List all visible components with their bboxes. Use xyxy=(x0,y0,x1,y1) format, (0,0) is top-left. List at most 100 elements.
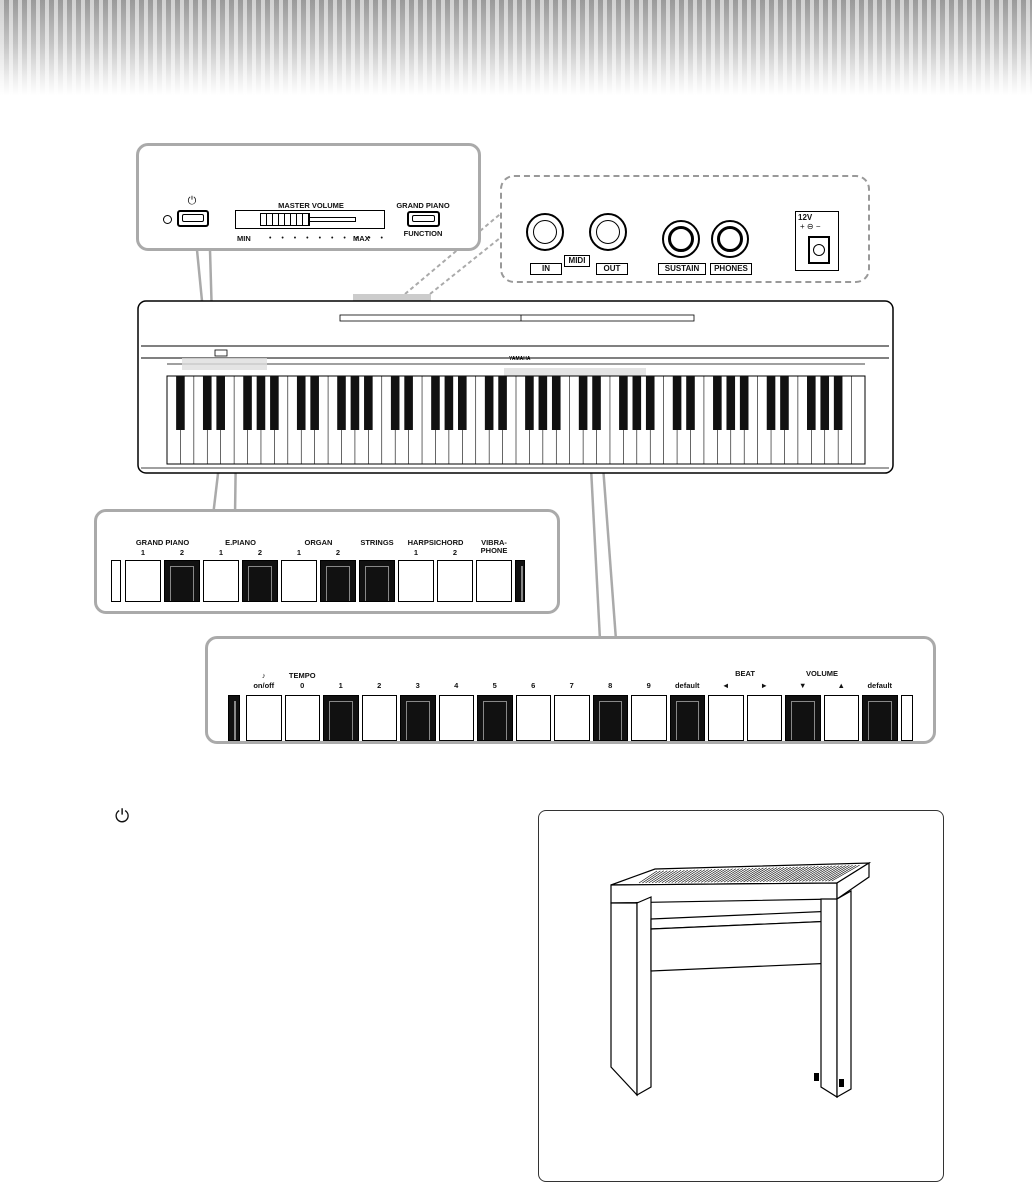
sustain-jack[interactable] xyxy=(662,220,700,258)
top-panel-callout: ⏻ MASTER VOLUME MIN • • • • • • • • • • … xyxy=(136,143,481,251)
voice-button[interactable] xyxy=(281,560,317,602)
voice-sub-label: 2 xyxy=(179,548,185,557)
tempo-button[interactable] xyxy=(862,695,898,741)
tempo-button-label: default xyxy=(867,681,893,690)
beat-label: BEAT xyxy=(735,669,755,678)
dc-in-jack[interactable] xyxy=(808,236,830,264)
power-switch[interactable] xyxy=(177,210,209,227)
voice-sub-label: 1 xyxy=(218,548,224,557)
grand-piano-function-button[interactable] xyxy=(407,211,440,227)
tempo-label: TEMPO xyxy=(288,671,316,680)
tempo-button-label: 1 xyxy=(338,681,343,690)
tempo-button-label: ► xyxy=(760,681,768,690)
tempo-button-label: 0 xyxy=(300,681,305,690)
phones-label: PHONES xyxy=(710,263,752,275)
volume-max-label: MAX xyxy=(353,234,370,243)
tempo-button-label: ▲ xyxy=(837,681,845,690)
tempo-button[interactable] xyxy=(631,695,667,741)
metronome-icon: ♪ xyxy=(261,671,266,680)
voice-button[interactable] xyxy=(398,560,434,602)
voice-button[interactable] xyxy=(242,560,278,602)
tempo-button[interactable] xyxy=(361,695,397,741)
voice-button[interactable] xyxy=(203,560,239,602)
voice-button[interactable] xyxy=(437,560,473,602)
tempo-button[interactable] xyxy=(785,695,821,741)
tempo-button[interactable] xyxy=(746,695,782,741)
power-led xyxy=(163,215,172,224)
tempo-button[interactable] xyxy=(246,695,282,741)
voice-group-label: STRINGS xyxy=(360,538,394,547)
volume-min-label: MIN xyxy=(237,234,251,243)
function-label: FUNCTION xyxy=(403,229,443,238)
power-rating-label: 12V xyxy=(798,213,813,222)
tempo-button[interactable] xyxy=(477,695,513,741)
stand-illustration-frame xyxy=(538,810,944,1182)
polarity-icon: + ⊖ − xyxy=(800,222,821,231)
voice-group-label: E.PIANO xyxy=(225,538,256,547)
voice-sub-label: 2 xyxy=(452,548,458,557)
midi-in-jack[interactable] xyxy=(526,213,564,251)
keyboard-illustration: YAMAHA xyxy=(137,300,894,474)
tempo-button[interactable] xyxy=(823,695,859,741)
tempo-button-label: 3 xyxy=(415,681,420,690)
voice-group-label: GRAND PIANO xyxy=(135,538,190,547)
key-edge xyxy=(228,695,240,741)
voice-button[interactable] xyxy=(164,560,200,602)
tempo-button-label: 4 xyxy=(454,681,459,690)
tempo-button[interactable] xyxy=(669,695,705,741)
voice-group-label: HARPSICHORD xyxy=(407,538,464,547)
key-edge xyxy=(111,560,121,602)
tempo-button[interactable] xyxy=(400,695,436,741)
voice-sub-label: 2 xyxy=(257,548,263,557)
tempo-button[interactable] xyxy=(554,695,590,741)
grand-piano-button-label: GRAND PIANO xyxy=(396,201,450,210)
master-volume-label: MASTER VOLUME xyxy=(278,201,344,210)
header-gradient-band xyxy=(0,0,1032,96)
voice-button[interactable] xyxy=(359,560,395,602)
tempo-button-label: 5 xyxy=(492,681,497,690)
midi-out-label: OUT xyxy=(596,263,628,275)
voice-sub-label: 2 xyxy=(335,548,341,557)
voice-button[interactable] xyxy=(476,560,512,602)
voice-sub-label: 1 xyxy=(296,548,302,557)
voice-sub-label: 1 xyxy=(413,548,419,557)
key-edge xyxy=(900,695,913,741)
voice-sub-label: 1 xyxy=(140,548,146,557)
voice-group-label: VIBRA- PHONE xyxy=(480,538,508,555)
midi-in-label: IN xyxy=(530,263,562,275)
tempo-button[interactable] xyxy=(438,695,474,741)
key-edge xyxy=(515,560,525,602)
piano-with-stand-illustration xyxy=(610,861,872,1099)
tempo-button-label: 2 xyxy=(377,681,382,690)
dc-in-box: 12V + ⊖ − xyxy=(795,211,839,271)
tempo-button[interactable] xyxy=(708,695,744,741)
voice-button[interactable] xyxy=(125,560,161,602)
master-volume-knob[interactable] xyxy=(260,213,310,226)
phones-jack[interactable] xyxy=(711,220,749,258)
tempo-button-label: 9 xyxy=(646,681,651,690)
power-icon: ⏻ xyxy=(115,806,130,826)
tempo-button-label: 6 xyxy=(531,681,536,690)
midi-label: MIDI xyxy=(564,255,590,267)
tempo-button[interactable] xyxy=(284,695,320,741)
midi-out-jack[interactable] xyxy=(589,213,627,251)
svg-text:YAMAHA: YAMAHA xyxy=(509,356,531,362)
voice-group-label: ORGAN xyxy=(304,538,333,547)
tempo-button-label: on/off xyxy=(253,681,275,690)
tempo-button-label: 7 xyxy=(569,681,574,690)
rear-panel-callout: IN MIDI OUT SUSTAIN PHONES 12V + ⊖ − xyxy=(500,175,870,283)
tempo-button[interactable] xyxy=(515,695,551,741)
tempo-button[interactable] xyxy=(323,695,359,741)
volume-label: VOLUME xyxy=(805,669,839,678)
voice-button[interactable] xyxy=(320,560,356,602)
tempo-button[interactable] xyxy=(592,695,628,741)
master-volume-slider[interactable] xyxy=(235,210,385,229)
volume-scale-dots: • • • • • • • • • • xyxy=(269,235,388,242)
sustain-label: SUSTAIN xyxy=(658,263,706,275)
tempo-button-label: ◄ xyxy=(722,681,730,690)
tempo-button-label: ▼ xyxy=(799,681,807,690)
power-icon: ⏻ xyxy=(187,195,197,207)
